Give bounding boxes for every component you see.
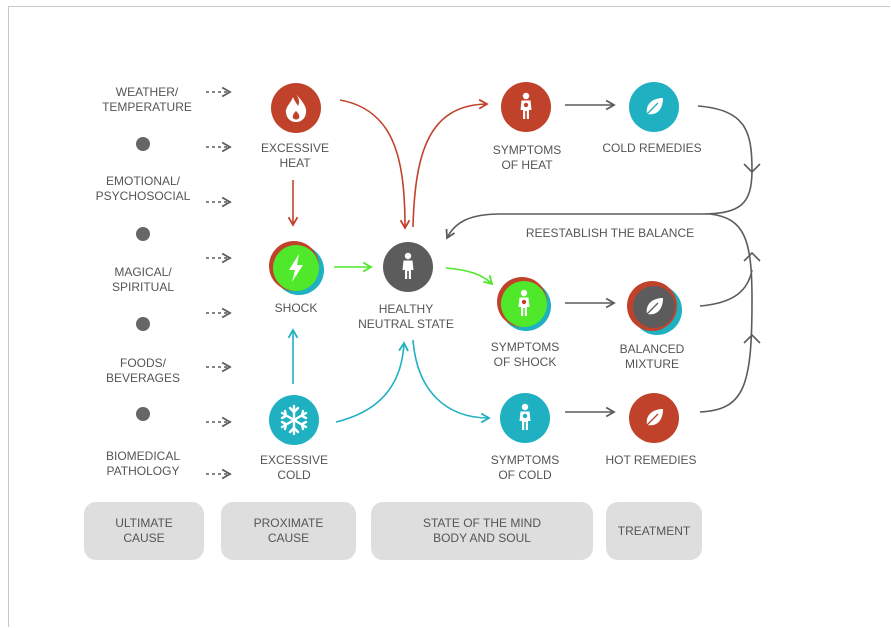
return-from-hot-remedies — [699, 213, 753, 413]
cold-remedies-label: COLD REMEDIES — [602, 141, 702, 155]
heat-to-healthy-arrow — [339, 99, 411, 230]
category-treatment: TREATMENT — [606, 502, 702, 560]
person-icon — [383, 242, 433, 292]
lightning-icon — [269, 241, 324, 295]
separator-dot — [136, 227, 150, 241]
diagram-frame — [8, 6, 890, 627]
cause-weather-label: WEATHER/TEMPERATURE — [102, 85, 192, 114]
separator-dot — [136, 137, 150, 151]
dashed-arrows — [206, 86, 232, 480]
separator-dot — [136, 407, 150, 421]
cold-to-healthy-arrow — [335, 341, 409, 423]
leaf-icon — [627, 281, 682, 335]
person-symptom-icon — [497, 277, 551, 331]
snowflake-icon — [269, 395, 319, 445]
cause-emotional-label: EMOTIONAL/PSYCHOSOCIAL — [95, 174, 191, 203]
healthy-to-symptoms-shock-arrow — [445, 267, 494, 286]
leaf-icon — [629, 82, 679, 132]
leaf-icon — [629, 393, 679, 443]
person-symptom-icon — [500, 393, 550, 443]
cause-magical-label: MAGICAL/SPIRITUAL — [111, 265, 175, 294]
hot-remedies-label: HOT REMEDIES — [605, 453, 697, 467]
cause-foods-label: FOODS/BEVERAGES — [105, 356, 181, 385]
flame-icon — [271, 83, 321, 133]
shock-label: SHOCK — [274, 301, 318, 315]
healthy-to-symptoms-heat-arrow — [412, 98, 489, 228]
return-from-balanced-mixture — [699, 269, 753, 307]
reestablish-balance-label: REESTABLISH THE BALANCE — [525, 226, 695, 240]
person-symptom-icon — [501, 82, 551, 132]
separator-dot — [136, 317, 150, 331]
healthy-to-symptoms-cold-arrow — [412, 339, 491, 424]
reestablish-balance-arrow — [445, 105, 753, 240]
